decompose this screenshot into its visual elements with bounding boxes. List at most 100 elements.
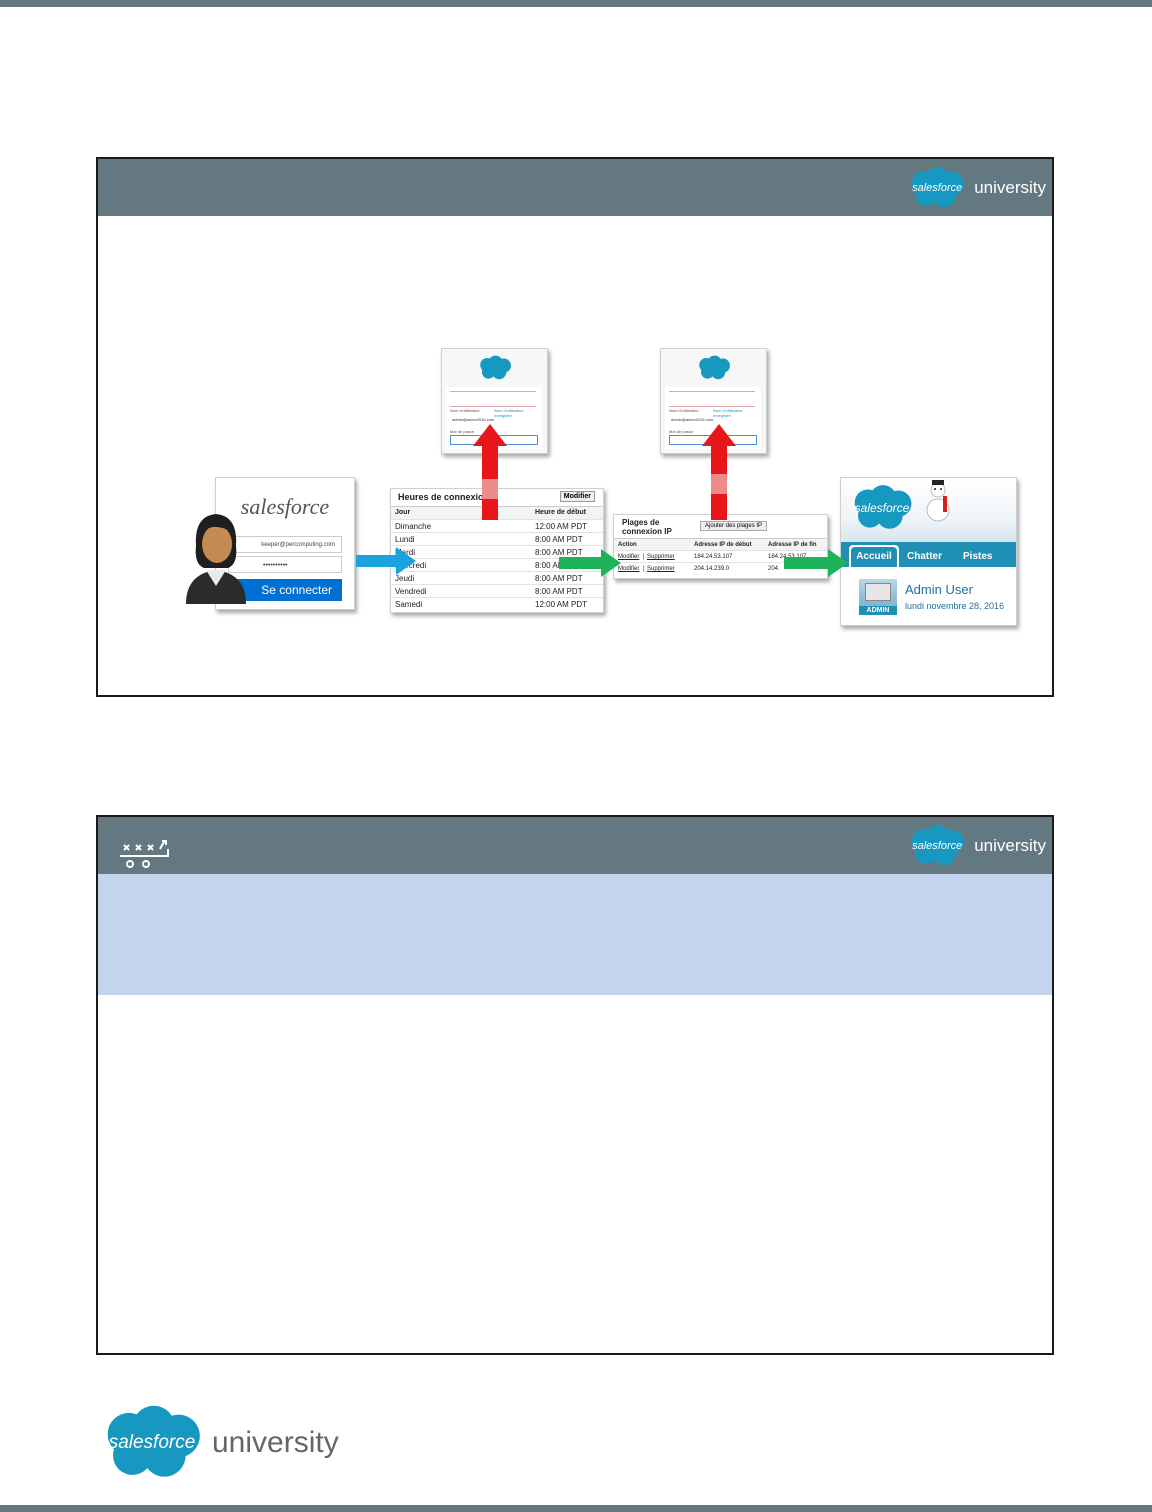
admin-badge-label: ADMIN	[866, 607, 890, 614]
hours-edit-button[interactable]: Modifier	[559, 491, 595, 502]
verify-label-2: Nom d'utilisateur enregistré	[494, 408, 524, 418]
cloud-text: salesforce	[108, 1432, 196, 1453]
user-name[interactable]: Admin User	[905, 582, 973, 597]
green-arrow-icon	[559, 549, 621, 582]
login-logo: salesforce	[240, 494, 330, 519]
hours-day: Mardi	[395, 548, 416, 557]
salesforce-university-logo: salesforce university	[906, 166, 1046, 210]
ip-sep: |	[643, 554, 645, 560]
admin-badge: ADMIN	[859, 606, 897, 615]
password-value: ••••••••••	[263, 562, 288, 569]
ip-col-end: Adresse IP de fin	[768, 542, 817, 548]
ip-sep: |	[643, 566, 645, 572]
hours-edit-label: Modifier	[563, 493, 591, 500]
slide-exercise: salesforce university	[96, 815, 1054, 1355]
ip-title: Plages de connexion IP	[622, 518, 672, 536]
hours-col-day: Jour	[395, 509, 411, 516]
bottom-band	[0, 1505, 1152, 1512]
verify-label-3: Mot de passe	[450, 429, 475, 434]
add-ip-label: Ajouter des plages IP	[705, 523, 763, 529]
ip-edit-link[interactable]: Modifier	[618, 566, 640, 572]
ip-edit-link[interactable]: Modifier	[618, 554, 640, 560]
ip-start: 204.14.239.0	[694, 566, 730, 572]
slide-header	[98, 817, 1052, 874]
verify-value: admin@acme2016.com	[452, 417, 495, 422]
hours-day: Mercredi	[395, 561, 427, 570]
hours-time: 8:00 AM PDT	[535, 535, 583, 544]
table-row: Samedi 12:00 AM PDT	[391, 597, 603, 611]
hours-day: Jeudi	[395, 574, 415, 583]
user-date: lundi novembre 28, 2016	[905, 601, 1005, 611]
table-row: Lundi 8:00 AM PDT	[391, 532, 603, 546]
tab-accueil-label: Accueil	[856, 551, 892, 562]
verify-message	[669, 391, 755, 407]
salesforce-university-logo: salesforce university	[906, 824, 1046, 868]
tab-chatter[interactable]: Chatter	[907, 547, 942, 567]
red-arrow-icon	[473, 424, 507, 525]
hours-time: 8:00 AM PDT	[535, 548, 583, 557]
table-row: Mardi 8:00 AM PDT	[391, 545, 603, 559]
ip-col-action: Action	[618, 542, 637, 548]
salesforce-cloud-icon	[695, 355, 733, 386]
slide-header	[98, 159, 1052, 216]
hours-time: 12:00 AM PDT	[535, 522, 588, 531]
tab-pistes-label: Pistes	[963, 551, 993, 562]
salesforce-cloud-icon	[476, 355, 514, 386]
snowman-icon	[924, 480, 952, 531]
hours-day: Vendredi	[395, 587, 427, 596]
table-row: Vendredi 8:00 AM PDT	[391, 584, 603, 598]
table-row: Jeudi 8:00 AM PDT	[391, 571, 603, 585]
hours-time: 12:00 AM PDT	[535, 600, 588, 609]
login-button[interactable]: Se connecter	[228, 579, 342, 601]
verify-label-2: Nom d'utilisateur enregistré	[713, 408, 743, 418]
instruction-panel	[98, 874, 1052, 995]
tab-pistes[interactable]: Pistes	[963, 547, 992, 567]
ip-col-start: Adresse IP de début	[694, 542, 752, 548]
ip-end: 204.	[768, 566, 780, 572]
cloud-text: salesforce	[854, 501, 910, 515]
cloud-text: salesforce	[912, 840, 963, 852]
salesforce-cloud-icon: salesforce	[906, 824, 968, 868]
salesforce-cloud-icon: salesforce	[847, 484, 917, 537]
tab-chatter-label: Chatter	[907, 551, 943, 562]
tab-accueil-inner: Accueil	[851, 547, 897, 567]
hours-day: Lundi	[395, 535, 415, 544]
verify-message	[450, 391, 536, 407]
footer-salesforce-university-logo: salesforce university	[96, 1404, 339, 1482]
username-value: keeper@percomputing.com	[261, 542, 335, 548]
verify-label: Nom d'utilisateur	[450, 408, 480, 413]
blue-arrow-icon	[356, 547, 416, 580]
ip-delete-link[interactable]: Supprimer	[647, 554, 675, 560]
hours-col-start: Heure de début	[535, 509, 586, 516]
ip-title-line2: connexion IP	[622, 527, 672, 536]
login-button-label: Se connecter	[261, 583, 332, 597]
ip-start: 184.24.53.107	[694, 554, 733, 560]
top-band	[0, 0, 1152, 7]
verify-label-3: Mot de passe	[669, 429, 694, 434]
green-arrow-icon	[784, 549, 848, 582]
cloud-text: salesforce	[912, 182, 963, 194]
hours-day: Samedi	[395, 600, 423, 609]
hours-time: 8:00 AM PDT	[535, 587, 583, 596]
laptop-icon	[865, 583, 891, 601]
table-row: Modifier | Supprimer 204.14.239.0 204.	[614, 562, 827, 575]
hours-title: Heures de connexion	[398, 492, 490, 502]
hours-day: Dimanche	[395, 522, 432, 531]
university-word: university	[974, 178, 1046, 197]
verify-label: Nom d'utilisateur	[669, 408, 699, 413]
businesswoman-icon	[180, 506, 252, 606]
verify-value: admin@acme2016.com	[671, 417, 714, 422]
admin-avatar: ADMIN	[859, 579, 897, 615]
playbook-icon	[120, 839, 172, 874]
hours-time: 8:00 AM PDT	[535, 574, 583, 583]
login-screenshot: salesforce keeper@percomputing.com •••••…	[215, 477, 355, 610]
university-word: university	[212, 1426, 339, 1459]
add-ip-button[interactable]: Ajouter des plages IP	[700, 521, 768, 531]
slide-login-flow: salesforce university salesforce keeper@…	[96, 157, 1054, 697]
university-word: university	[974, 836, 1046, 855]
ip-title-line1: Plages de	[622, 518, 660, 527]
ip-delete-link[interactable]: Supprimer	[647, 566, 675, 572]
ip-header-row: Action Adresse IP de début Adresse IP de…	[614, 538, 827, 551]
salesforce-cloud-icon: salesforce	[96, 1404, 208, 1482]
